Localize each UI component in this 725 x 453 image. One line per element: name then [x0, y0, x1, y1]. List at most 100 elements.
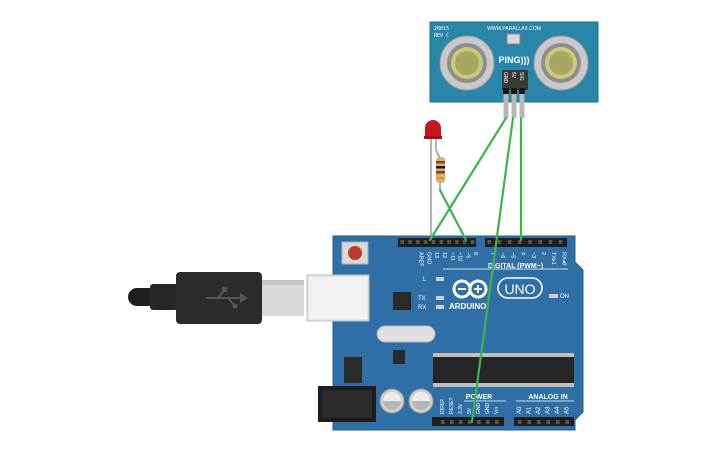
transducer-right: [533, 35, 589, 91]
header-socket[interactable]: [447, 240, 451, 244]
header-socket[interactable]: [423, 240, 428, 244]
analog-pin-label: A0: [517, 406, 523, 414]
header-socket[interactable]: [556, 420, 560, 424]
header-socket[interactable]: [497, 240, 502, 244]
analog-pin-label: A5: [565, 406, 571, 414]
arduino-logo: [452, 279, 488, 299]
digital-pin-label: ~11: [449, 252, 455, 261]
digital-header: [398, 238, 567, 247]
led-on: [549, 294, 558, 298]
voltage-regulator: [344, 357, 362, 383]
sensor-pin[interactable]: [519, 90, 525, 118]
board-model: UNO: [504, 281, 535, 297]
power-pin-label: IOREF: [440, 399, 446, 414]
usb-icon: [206, 287, 248, 309]
sensor-pin[interactable]: [511, 90, 517, 118]
digital-pin-label: 13: [433, 252, 439, 258]
digital-pin-label: TX▸1: [550, 252, 556, 265]
sensor-pin-base: [511, 88, 517, 94]
wire-sensor-5v: [470, 116, 515, 424]
digital-pin-label: 2: [540, 252, 546, 255]
sensor-pin-base: [519, 88, 525, 94]
red-led: [424, 120, 442, 240]
header-socket[interactable]: [477, 420, 481, 424]
analog-pin-label: A4: [555, 406, 561, 414]
crystal-oscillator: [376, 325, 436, 343]
analog-pin-label: A2: [536, 406, 542, 414]
header-socket[interactable]: [495, 420, 499, 424]
digital-pin-label: AREF: [418, 252, 424, 267]
sensor-brand: PING))): [499, 55, 530, 65]
ping-ultrasonic-sensor: 28015 REV C WWW.PARALLAX.COM PING))) GND…: [429, 21, 599, 118]
board-brand: ARDUINO: [449, 302, 486, 311]
digital-pin-label: ~10: [457, 252, 463, 261]
small-chip: [393, 350, 405, 364]
sensor-url: WWW.PARALLAX.COM: [487, 26, 541, 32]
power-pin-label: Vin: [494, 407, 500, 414]
header-socket[interactable]: [439, 240, 444, 244]
header-socket[interactable]: [537, 420, 541, 424]
digital-pin-label: ~6: [499, 252, 505, 258]
sensor-pin-base: [503, 88, 509, 94]
header-socket[interactable]: [459, 420, 463, 424]
atmega-microcontroller: [433, 353, 574, 387]
led-l: [436, 277, 444, 281]
header-socket[interactable]: [450, 420, 454, 424]
header-socket[interactable]: [462, 240, 467, 244]
resistor: [435, 149, 445, 190]
sensor-pin[interactable]: [503, 90, 509, 118]
header-socket[interactable]: [518, 240, 522, 244]
digital-pin-label: ~9: [464, 252, 470, 258]
digital-pin-label: 12: [441, 252, 447, 258]
small-chip: [393, 292, 411, 310]
header-socket[interactable]: [546, 420, 551, 424]
header-socket[interactable]: [431, 240, 436, 244]
header-socket[interactable]: [518, 420, 522, 424]
wires: [428, 116, 523, 424]
usb-cable: [128, 272, 304, 324]
header-socket[interactable]: [441, 420, 445, 424]
reset-button[interactable]: [341, 241, 369, 265]
analog-pin-label: A1: [527, 406, 533, 414]
header-socket[interactable]: [470, 240, 475, 244]
digital-pin-label: ~5: [509, 252, 515, 258]
capacitor: [379, 388, 405, 414]
sensor-activity-led: [506, 33, 521, 45]
dc-power-jack: [318, 386, 376, 422]
transducer-left: [439, 35, 495, 91]
led-tx: [436, 296, 444, 300]
header-socket[interactable]: [558, 240, 563, 244]
header-socket[interactable]: [538, 240, 543, 244]
led-label-on: ON: [560, 294, 569, 300]
header-socket[interactable]: [487, 240, 492, 244]
power-pin-label: GND: [476, 403, 482, 415]
header-socket[interactable]: [565, 420, 570, 424]
power-header-label: POWER: [466, 394, 492, 401]
power-pin-label: GND: [485, 403, 491, 415]
uno-badge: [497, 277, 543, 299]
header-socket[interactable]: [400, 240, 405, 244]
led-label-tx: TX: [418, 296, 426, 302]
digital-header-label: DIGITAL (PWM~): [488, 263, 543, 270]
header-socket[interactable]: [527, 420, 532, 424]
led-label-l: L: [423, 277, 427, 283]
header-socket[interactable]: [548, 240, 553, 244]
led-label-rx: RX: [418, 305, 426, 311]
sensor-revision: REV C: [434, 33, 449, 39]
header-socket[interactable]: [528, 240, 532, 244]
sensor-pin-label: GND: [502, 72, 508, 84]
header-socket[interactable]: [486, 420, 490, 424]
header-socket[interactable]: [507, 240, 512, 244]
header-socket[interactable]: [408, 240, 412, 244]
power-pin-label: 3.3V: [458, 403, 464, 414]
header-socket[interactable]: [416, 240, 420, 244]
header-socket[interactable]: [468, 420, 472, 424]
led-rx: [436, 305, 444, 309]
header-socket[interactable]: [455, 240, 459, 244]
sensor-pin-block: [502, 70, 528, 90]
wire-sensor-gnd: [428, 116, 508, 242]
digital-pin-label: ~3: [530, 252, 536, 258]
sensor-part-number: 28015: [434, 26, 449, 32]
